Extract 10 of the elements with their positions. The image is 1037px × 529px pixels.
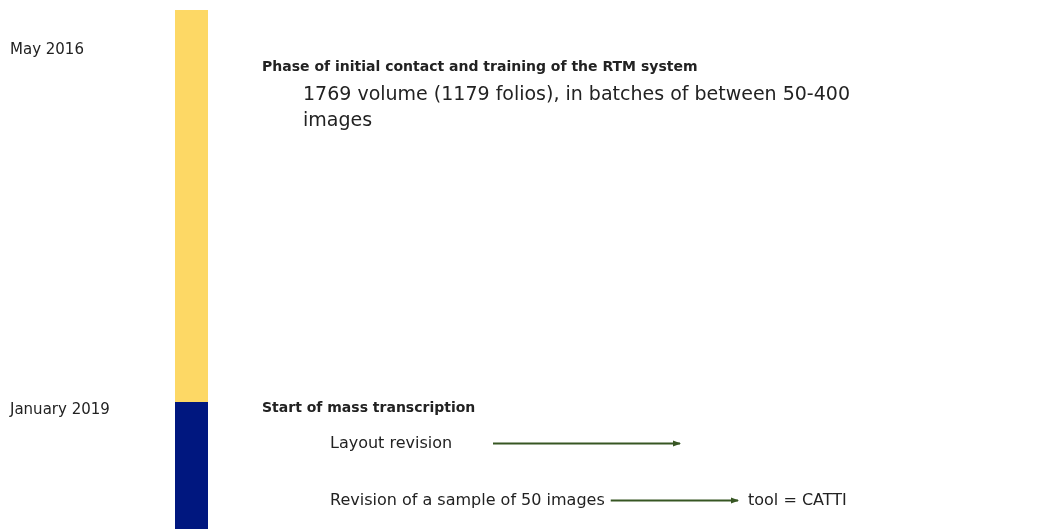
step-text: Layout revision: [330, 433, 453, 452]
step-text: Revision of a sample of 50 images: [330, 490, 605, 509]
heading: Phase of initial contact and training of the RTM system: [262, 58, 698, 74]
date-label: May 2016: [10, 40, 84, 58]
description: 1769 volume (1179 folios), in batches of between 50-400 images: [303, 81, 851, 132]
date-label: January 2019: [10, 400, 110, 418]
arrow: [609, 497, 739, 504]
step-text: tool = CATTI: [748, 490, 847, 509]
arrow: [492, 440, 681, 447]
heading: Start of mass transcription: [262, 399, 476, 415]
